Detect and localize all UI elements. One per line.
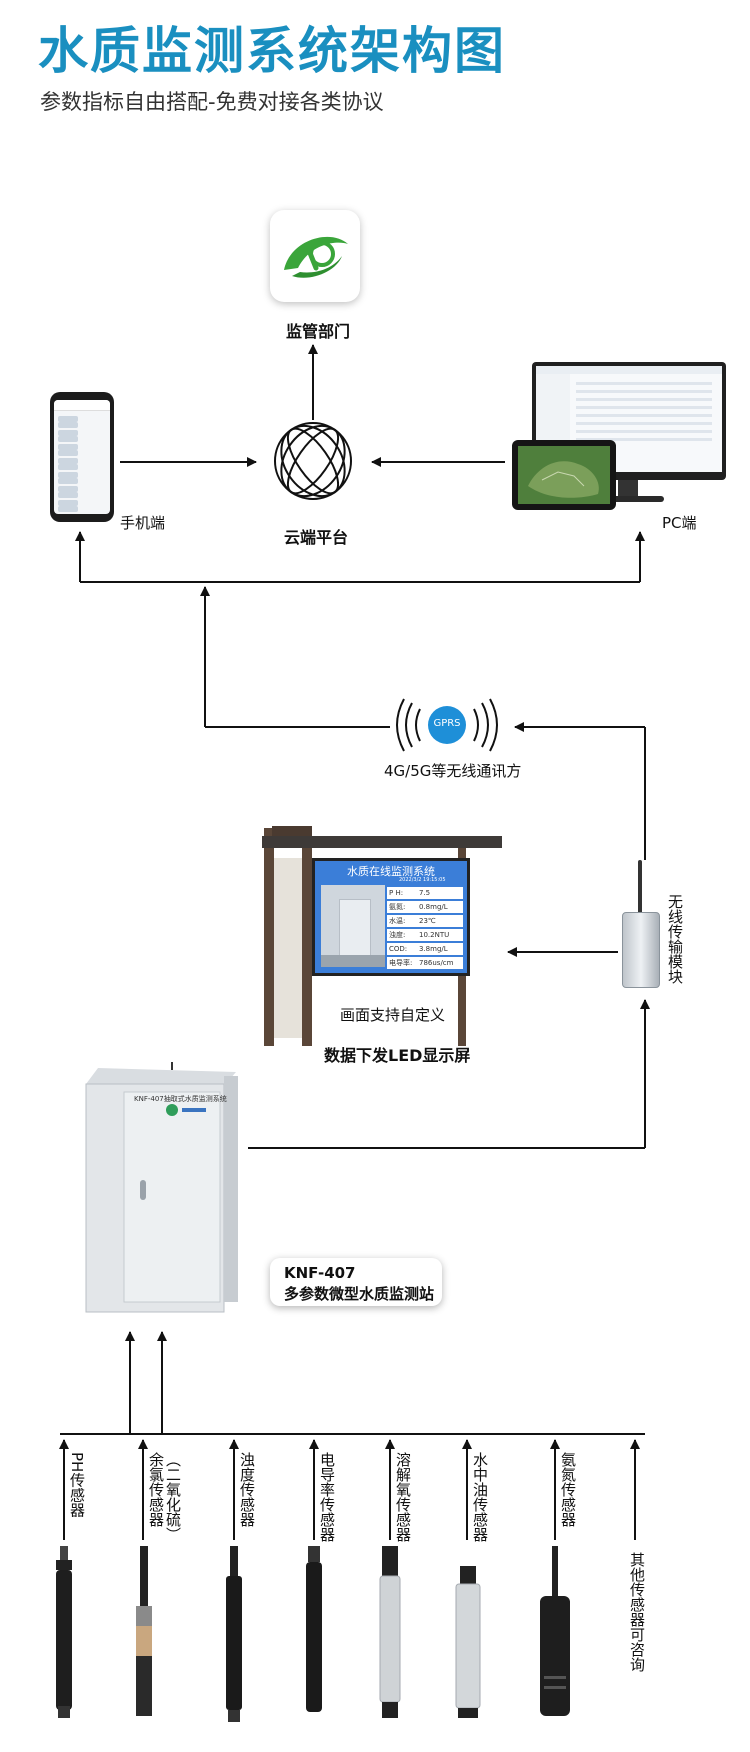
station-model: KNF-407 [284,1264,356,1282]
station-name: 多参数微型水质监测站 [284,1285,435,1303]
antenna-icon [638,860,642,914]
sensor-label: 水中油传感器 [471,1452,489,1542]
chlorine-sensor-icon [136,1546,152,1716]
monitor-stand [618,480,638,498]
wireless-module [622,912,660,988]
led-row: COD:3.8mg/L [387,943,463,955]
station-callout: KNF-407 多参数微型水质监测站 [270,1258,442,1306]
wireless-module-label: 无线传输模块 [666,894,684,984]
led-caption: 画面支持自定义 [340,1006,446,1024]
oil-in-water-sensor-icon [455,1566,481,1718]
sensor-label: PH传感器 [68,1452,86,1518]
cabinet-text: KNF-407抽取式水质监测系统 [134,1095,227,1103]
sensor-label: 溶解氧传感器 [394,1452,412,1542]
gprs-text: GPRS [433,718,461,729]
monitor-base [592,496,664,502]
page-subtitle: 参数指标自由搭配-免费对接各类协议 [40,90,384,114]
cloud-label: 云端平台 [284,528,349,547]
monitoring-cabinet [85,1062,238,1313]
gprs-signal-icon [396,698,498,752]
conductivity-sensor-icon [306,1546,322,1712]
led-row: 氨氮:0.8mg/L [387,901,463,913]
sensor-label: 浊度传感器 [238,1452,256,1527]
led-title: 水质在线监测系统 [347,865,435,878]
leaf-logo-icon [284,236,348,278]
pc-label: PC端 [662,514,697,532]
led-row: P H:7.5 [387,887,463,899]
sensor-label: 氨氮传感器 [559,1452,577,1527]
sensor-label: 电导率传感器 [318,1452,336,1542]
map-icon [528,461,599,498]
dissolved-oxygen-sensor-icon [379,1546,401,1718]
sensor-label-other: 其他传感器可咨询 [628,1552,646,1672]
tablet-device [512,440,616,510]
tablet-map [518,446,610,504]
regulator-logo [270,210,360,302]
led-row: 电导率:786us/cm [387,957,463,969]
page-title: 水质监测系统架构图 [38,22,506,80]
phone-screen [54,400,110,514]
ph-sensor-icon [56,1546,72,1718]
phone-device [50,392,114,522]
sensor-label-extra: （二氧化硫） [164,1452,182,1542]
led-photo [321,885,385,967]
turbidity-sensor-icon [226,1546,242,1722]
ammonia-sensor-icon [540,1546,570,1716]
regulator-label: 监管部门 [286,322,351,341]
network-label: 4G/5G等无线通讯方 [384,762,522,780]
led-label: 数据下发LED显示屏 [324,1046,471,1065]
led-screen: 水质在线监测系统 2022/3/2 19:15:05 P H:7.5 氨氮:0.… [312,858,470,976]
led-row: 水温:23℃ [387,915,463,927]
globe-icon [274,422,352,500]
led-date: 2022/3/2 19:15:05 [399,877,446,883]
mobile-label: 手机端 [120,514,166,532]
sensor-label: 余氯传感器 [147,1452,165,1527]
led-row: 浊度:10.2NTU [387,929,463,941]
